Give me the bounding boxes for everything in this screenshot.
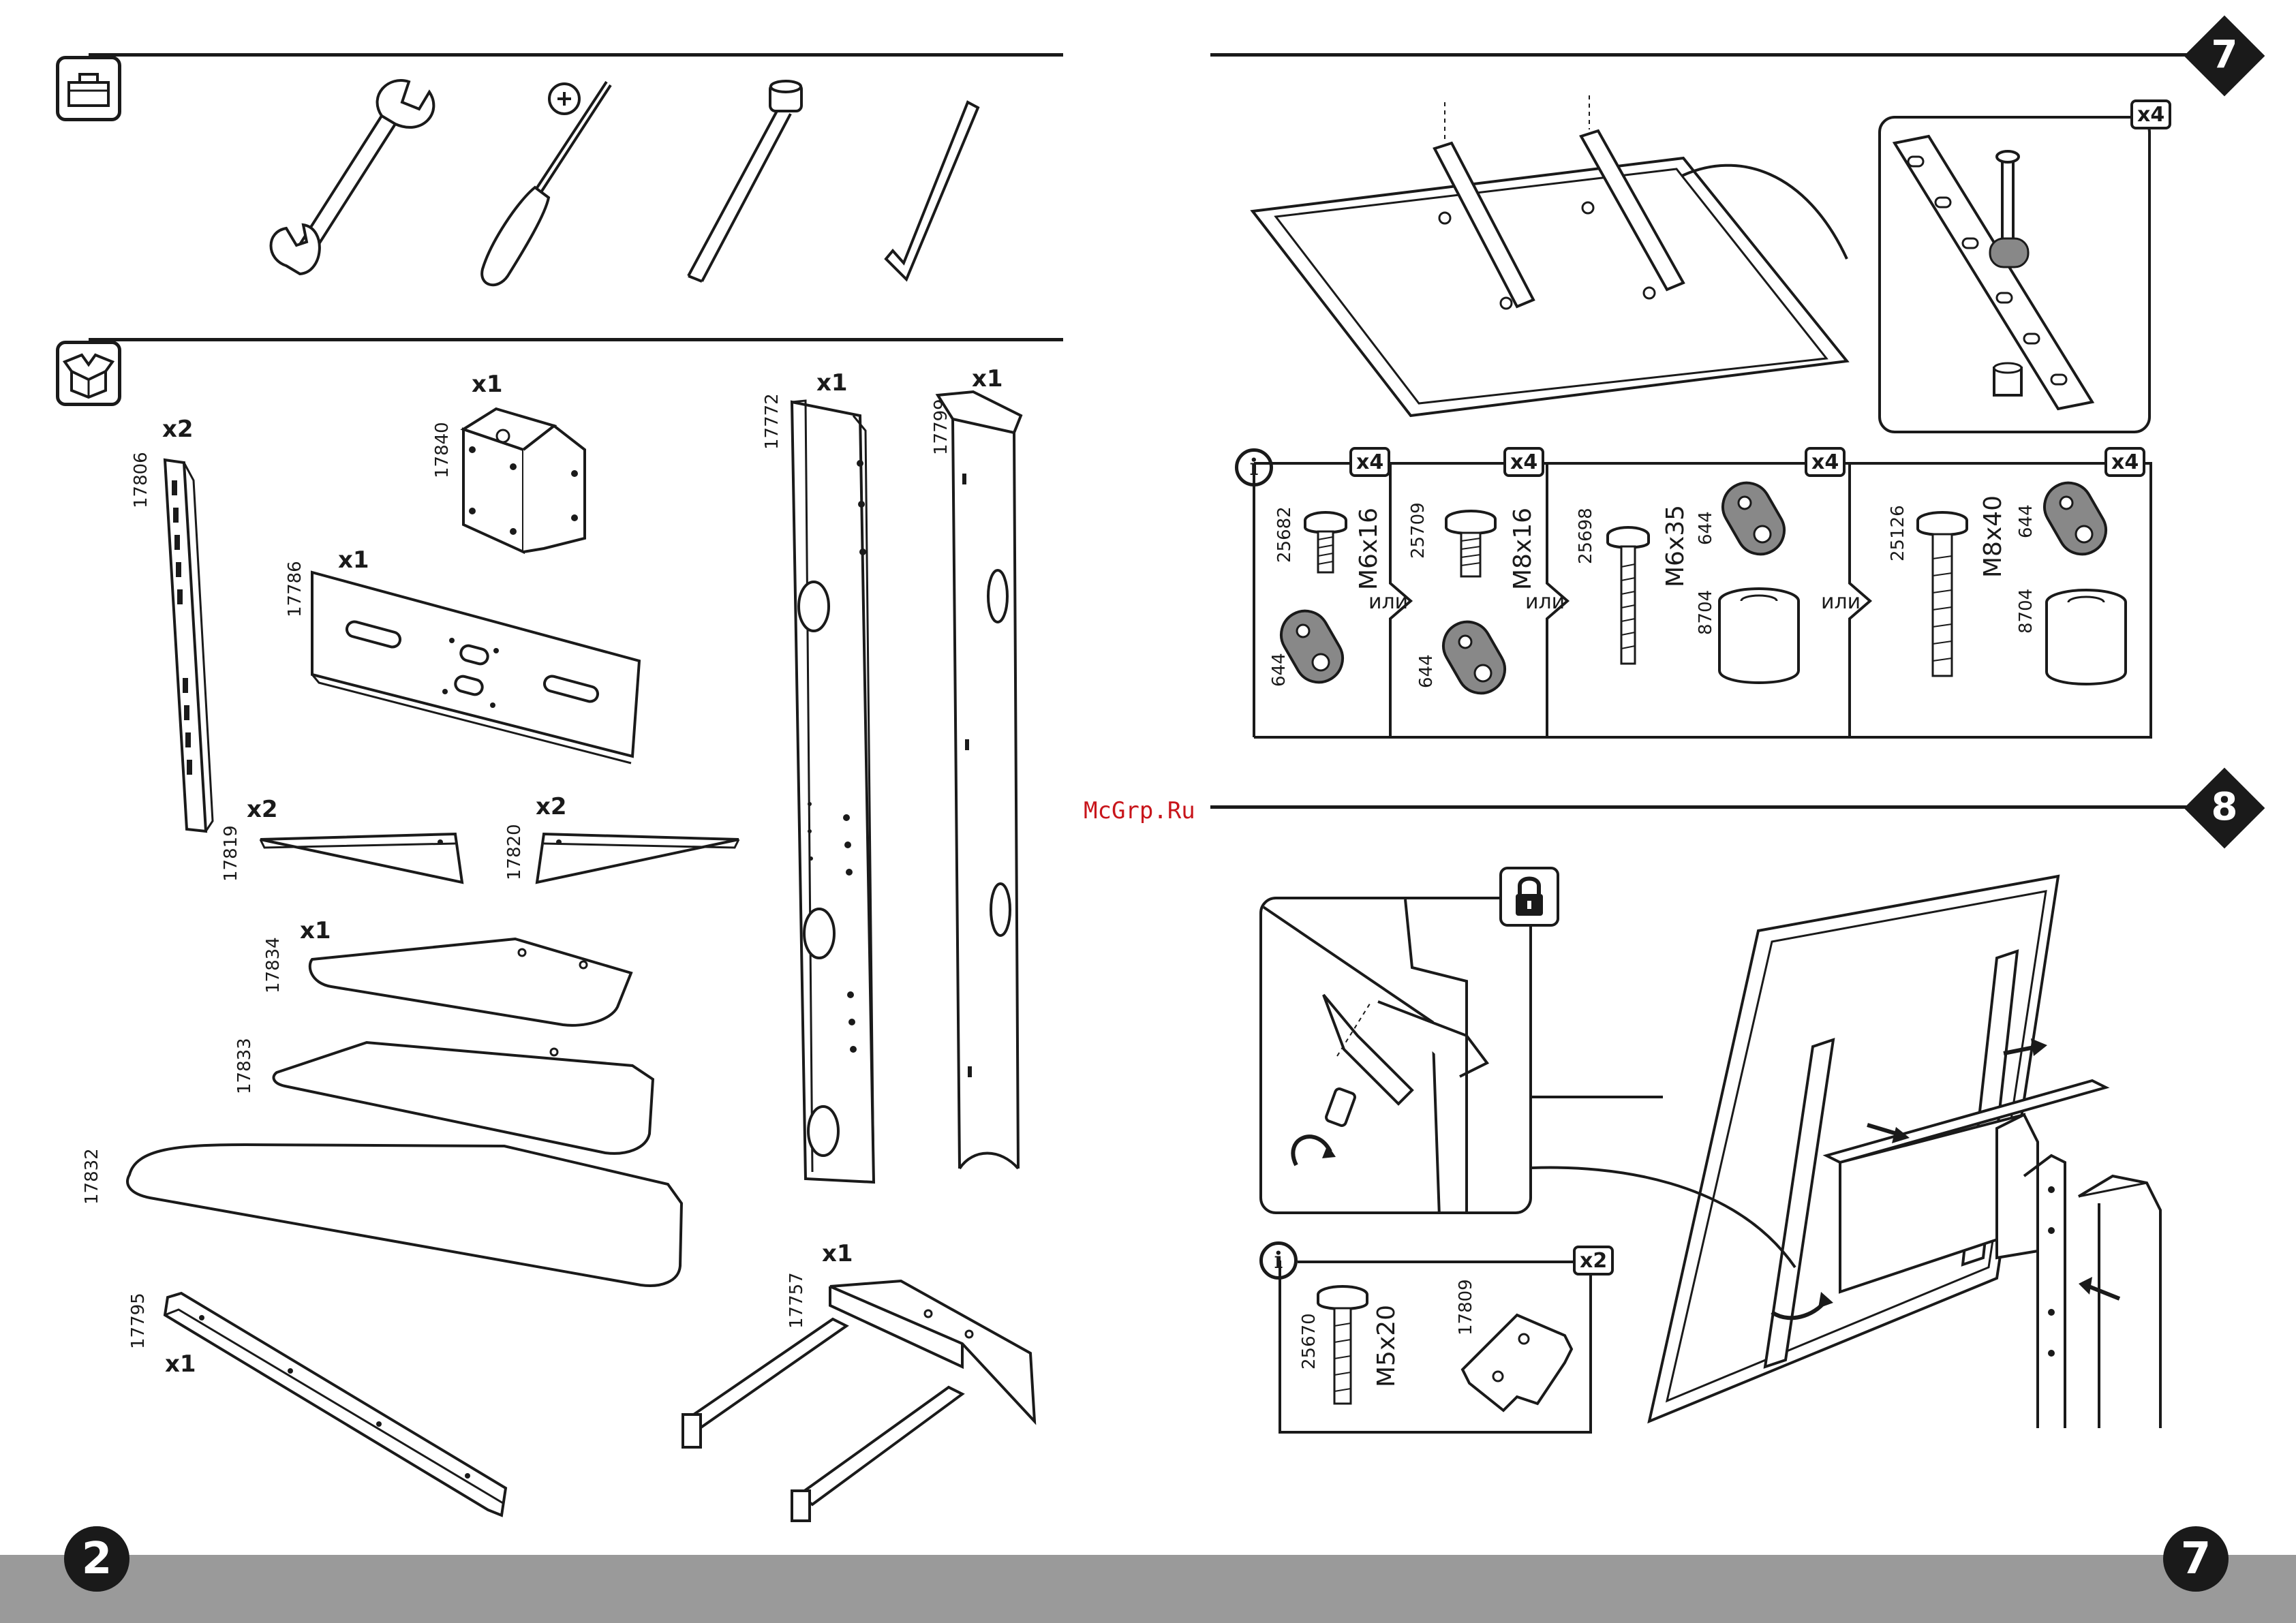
step8-qty: x2: [1573, 1246, 1614, 1276]
part-17833-code: 17833: [234, 1038, 255, 1094]
opt2-screw-code: 25709: [1408, 502, 1428, 559]
base-frame-17757: [676, 1278, 1044, 1524]
right-page-number: 7: [2163, 1526, 2229, 1592]
glass-shelf-17832: [123, 1142, 695, 1305]
part-17820-code: 17820: [504, 824, 525, 880]
left-page-number-text: 2: [82, 1534, 112, 1584]
step7-rule: [1210, 53, 2233, 57]
opt4-screw-code: 25126: [1888, 505, 1908, 561]
part-17820-qty: x2: [536, 793, 567, 820]
opt1-qty: x4: [1349, 447, 1390, 477]
opt4-screw-size: M8x40: [1979, 495, 2007, 578]
screw-m8x40-icon: [1915, 511, 1970, 681]
allen-key-icon: [879, 95, 988, 300]
step8-rule: [1210, 805, 2233, 809]
step7-number: 7: [2196, 26, 2253, 83]
phillips-screwdriver-icon: [470, 72, 620, 296]
socket-wrench-icon: [675, 78, 811, 296]
part-17772-qty: x1: [816, 369, 848, 397]
washer-644-icon: [1437, 613, 1512, 702]
column-17772: [785, 395, 881, 1186]
part-17832-code: 17832: [82, 1148, 102, 1205]
padlock-icon: [1499, 867, 1559, 927]
opt3-screw-code: 25698: [1576, 508, 1596, 564]
screw-m6x35-icon: [1604, 526, 1652, 669]
opt4-spacer-code: 8704: [2016, 589, 2036, 634]
corner-bracket-17840: [455, 402, 592, 559]
opt1-screw-code: 25682: [1274, 506, 1295, 563]
detail-bolt-spacer: [1888, 129, 2133, 416]
screw-m8x16-icon: [1443, 510, 1498, 585]
part-17786-code: 17786: [285, 561, 305, 617]
step7-detail-qty: x4: [2130, 99, 2171, 129]
column-cover-17799: [932, 385, 1028, 1182]
part-17834-code: 17834: [263, 937, 284, 993]
part-17806-code: 17806: [131, 452, 151, 508]
watermark: McGrp.Ru: [1084, 797, 1195, 824]
opt3-qty: x4: [1805, 447, 1846, 477]
base-rail-17795: [161, 1290, 515, 1522]
opt1-screw-size: M6x16: [1355, 508, 1383, 590]
step8-hardware-top-rule: [1298, 1261, 1577, 1263]
part-17819-qty: x2: [247, 796, 278, 823]
wall-plate-17786: [305, 566, 646, 763]
opt3-screw-size: M6x35: [1662, 505, 1689, 587]
step8-screw-code: 25670: [1299, 1313, 1319, 1370]
wrench-icon: [266, 75, 443, 293]
open-box-icon: [56, 341, 121, 406]
step8-number: 8: [2196, 778, 2253, 835]
part-17757-qty: x1: [822, 1240, 853, 1267]
footer-band: [0, 1555, 2296, 1623]
right-page-number-text: 7: [2181, 1534, 2211, 1584]
tv-on-stand-assembly: [1642, 876, 2188, 1428]
opt2-screw-size: M8x16: [1509, 508, 1537, 590]
glass-shelf-17834: [304, 932, 645, 1034]
opt2-washer-code: 644: [1416, 654, 1437, 688]
step8-detail-frame: [1259, 897, 1532, 1214]
tv-rear-with-bars: [1247, 95, 1874, 416]
step8-screw-size: M5x20: [1373, 1305, 1400, 1387]
opt1-or: или: [1368, 590, 1408, 614]
spacer-8704-icon: [2042, 587, 2130, 690]
washer-644-icon: [1716, 474, 1791, 563]
vertical-bracket-17806: [157, 453, 239, 835]
tools-section-rule: [89, 53, 1063, 57]
plate-17809-icon: [1456, 1308, 1578, 1410]
part-17840-code: 17840: [432, 422, 453, 478]
part-17806-qty: x2: [162, 416, 194, 443]
washer-644-icon: [2038, 474, 2113, 563]
opt4-qty: x4: [2104, 447, 2145, 477]
shelf-bracket-17819: [258, 824, 469, 886]
opt3-or: или: [1821, 590, 1861, 614]
part-17772-code: 17772: [762, 393, 782, 450]
opt3-washer-code: 644: [1696, 511, 1716, 545]
left-page-number-circle: 2: [64, 1526, 129, 1592]
spacer-8704-icon: [1715, 586, 1803, 688]
opt2-qty: x4: [1503, 447, 1544, 477]
opt3-spacer-code: 8704: [1696, 590, 1716, 635]
step8-callout-curve: [1529, 1165, 1802, 1274]
screw-m5x20-icon: [1315, 1285, 1370, 1408]
part-17840-qty: x1: [472, 371, 503, 398]
opt4-washer-code: 644: [2016, 504, 2036, 538]
screw-m6x16-icon: [1302, 511, 1349, 579]
shelf-bracket-17820: [534, 824, 746, 886]
toolbox-icon: [56, 56, 121, 121]
parts-section-rule: [89, 338, 1063, 341]
opt2-or: или: [1525, 590, 1565, 614]
opt1-washer-code: 644: [1269, 653, 1289, 687]
